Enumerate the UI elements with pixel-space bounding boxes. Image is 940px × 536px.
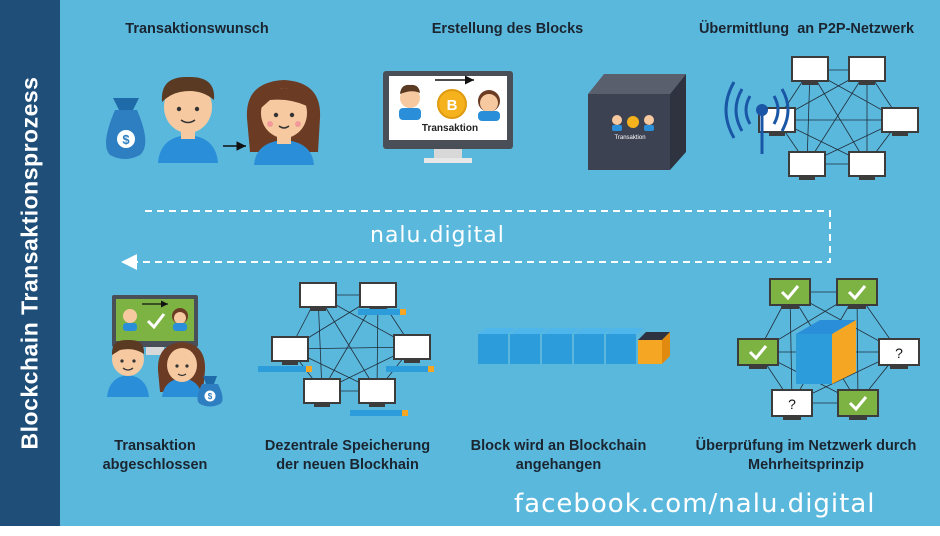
brand-center: nalu.digital <box>370 223 505 248</box>
svg-text:$: $ <box>122 132 130 147</box>
verification-network-icon: ? ? <box>737 278 920 420</box>
step-label-transaction-request: Transaktionswunsch <box>125 21 269 37</box>
step-label-block-appended: Block wird an Blockchain angehangen <box>470 438 647 473</box>
monitor-caption: Transaktion <box>422 123 478 134</box>
process-flow-arrow <box>121 210 831 270</box>
woman-avatar-icon <box>246 80 321 165</box>
p2p-network-icon <box>724 56 919 180</box>
cube-caption: Transaktion <box>614 135 645 141</box>
svg-text:B: B <box>447 97 458 114</box>
storage-network-icon <box>258 282 434 416</box>
step-label-transaction-complete: Transaktion abgeschlossen <box>102 438 208 473</box>
blockchain-icon <box>478 328 670 364</box>
brand-footer: facebook.com/nalu.digital <box>514 489 876 519</box>
step-label-decentralized-storage: Dezentrale Speicherung der neuen Blockha… <box>264 438 431 473</box>
svg-text:$: $ <box>208 392 213 401</box>
svg-text:?: ? <box>788 396 796 412</box>
step-label-network-verification: Überprüfung im Netzwerk durch Mehrheitsp… <box>695 438 917 473</box>
step-label-block-creation: Erstellung des Blocks <box>431 21 584 37</box>
money-bag-icon: $ <box>106 98 146 159</box>
svg-text:?: ? <box>895 345 903 361</box>
transaction-monitor-icon: B Transaktion <box>383 71 513 163</box>
block-cube-icon: Transaktion <box>588 74 686 170</box>
sidebar: Blockchain Transaktionsprozess <box>0 0 60 526</box>
completed-transaction-icon: $ <box>107 295 223 407</box>
antenna-icon <box>724 81 790 154</box>
step-label-p2p-transmission: Übermittlung an P2P-Netzwerk <box>698 21 915 37</box>
man-avatar-icon <box>158 76 218 163</box>
